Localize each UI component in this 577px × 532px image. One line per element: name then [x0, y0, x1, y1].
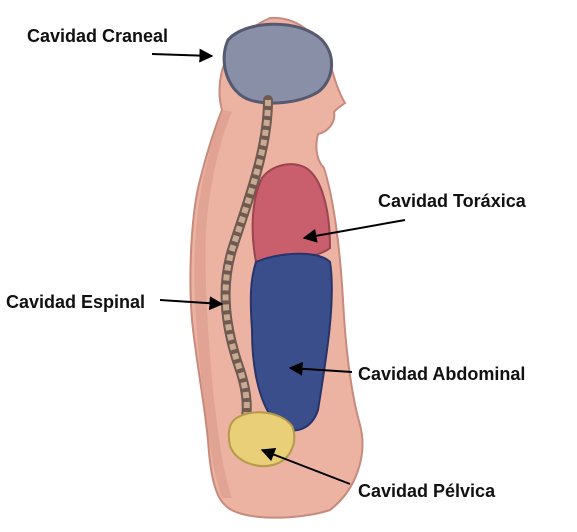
back-shading: [194, 110, 232, 498]
arrow-spinal: [159, 296, 224, 311]
label-pelvic-cavity: Cavidad Pélvica: [358, 481, 496, 501]
abdominal-cavity: [249, 252, 333, 432]
arrow-thoracic: [302, 219, 406, 243]
arrow-pelvic: [260, 448, 351, 485]
label-cranial-cavity: Cavidad Craneal: [27, 26, 169, 46]
label-thoracic-cavity: Cavidad Toráxica: [378, 191, 526, 211]
vertebral-column: [222, 99, 271, 442]
label-abdominal-cavity: Cavidad Abdominal: [358, 364, 526, 384]
arrow-cranial: [151, 48, 214, 63]
arrow-abdominal: [288, 361, 353, 376]
label-spinal-cavity: Cavidad Espinal: [6, 292, 146, 312]
cranial-cavity: [222, 22, 334, 105]
pelvic-cavity: [227, 411, 296, 467]
